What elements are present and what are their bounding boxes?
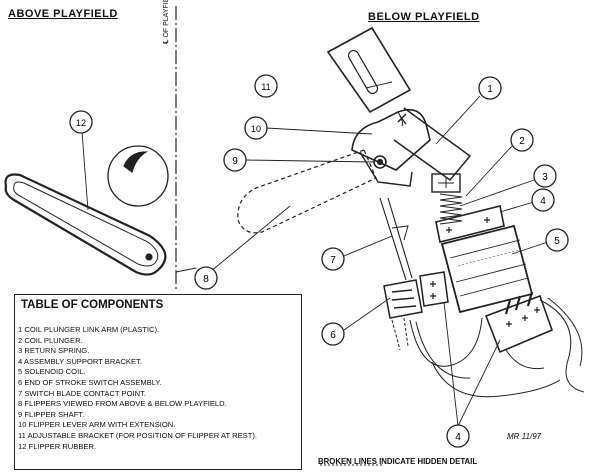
signature: MR 11/97: [507, 432, 542, 441]
svg-text:12: 12: [76, 118, 86, 128]
svg-text:8: 8: [203, 274, 209, 285]
callout-8: 8: [194, 266, 218, 290]
support-bracket-upper: [435, 205, 505, 243]
component-item: 1 COIL PLUNGER LINK ARM (PLASTIC).: [18, 325, 160, 334]
svg-text:2: 2: [519, 136, 525, 147]
component-item: 5 SOLENOID COIL.: [18, 367, 86, 377]
component-item: 7 SWITCH BLADE CONTACT POINT.: [18, 388, 146, 398]
svg-text:11: 11: [261, 82, 270, 92]
svg-text:7: 7: [330, 255, 336, 266]
flipper-lever-arm: [351, 108, 431, 187]
svg-text:10: 10: [251, 124, 261, 134]
svg-text:9: 9: [232, 156, 238, 167]
component-item: 11 ADJUSTABLE BRACKET (FOR POSITION OF F…: [18, 430, 257, 440]
flipper-above-playfield: [4, 173, 167, 276]
switch-blade: [379, 197, 413, 281]
svg-text:4: 4: [540, 196, 546, 207]
component-item: 3 RETURN SPRING.: [18, 346, 90, 356]
callout-2: 2: [510, 128, 534, 152]
callout-4-upper: 4: [531, 188, 555, 212]
flipper-shaft-above: [145, 253, 153, 261]
component-item: 10 FLIPPER LEVER ARM WITH EXTENSION.: [18, 420, 176, 430]
component-item: 6 END OF STROKE SWITCH ASSEMBLY.: [18, 377, 162, 387]
callout-10: 10: [244, 116, 268, 140]
svg-text:5: 5: [554, 236, 560, 247]
eos-switch-assembly: [383, 279, 423, 319]
callout-7: 7: [321, 247, 345, 271]
component-item: 2 COIL PLUNGER.: [18, 335, 83, 345]
callout-5: 5: [545, 228, 569, 252]
svg-text:1: 1: [487, 84, 493, 95]
below-playfield-header: BELOW PLAYFIELD: [368, 11, 480, 23]
svg-text:3: 3: [542, 172, 548, 183]
svg-text:4: 4: [455, 432, 461, 443]
callout-3: 3: [533, 164, 557, 188]
callout-4-lower: 4: [446, 424, 470, 448]
coil-plunger: [431, 173, 461, 193]
flipper-hidden-below: [237, 149, 377, 234]
component-item: 4 ASSEMBLY SUPPORT BRACKET.: [18, 356, 142, 366]
component-item: 9 FLIPPER SHAFT.: [18, 409, 85, 419]
callout-9: 9: [223, 148, 247, 172]
adjustable-bracket: [326, 26, 412, 114]
table-of-components: TABLE OF COMPONENTS 1 COIL PLUNGER LINK …: [14, 294, 302, 470]
coil-plunger-link-arm: [393, 107, 472, 182]
above-playfield-header: ABOVE PLAYFIELD: [8, 8, 118, 20]
component-item: 8 FLIPPERS VIEWED FROM ABOVE & BELOW PLA…: [18, 399, 227, 409]
pinball: [107, 145, 169, 207]
callout-1: 1: [478, 76, 502, 100]
svg-text:6: 6: [330, 330, 336, 341]
table-title: TABLE OF COMPONENTS: [21, 299, 164, 311]
component-item: 12 FLIPPER RUBBER.: [18, 441, 97, 451]
callout-11: 11: [254, 74, 278, 98]
callout-12: 12: [69, 110, 93, 134]
callout-6: 6: [321, 322, 345, 346]
pinball-highlight: [123, 151, 149, 174]
component-list: 1 COIL PLUNGER LINK ARM (PLASTIC). 2 COI…: [18, 325, 257, 452]
footer-note: BROKEN LINES INDICATE HIDDEN DETAIL: [318, 457, 478, 466]
support-bracket-lower: [484, 294, 554, 354]
